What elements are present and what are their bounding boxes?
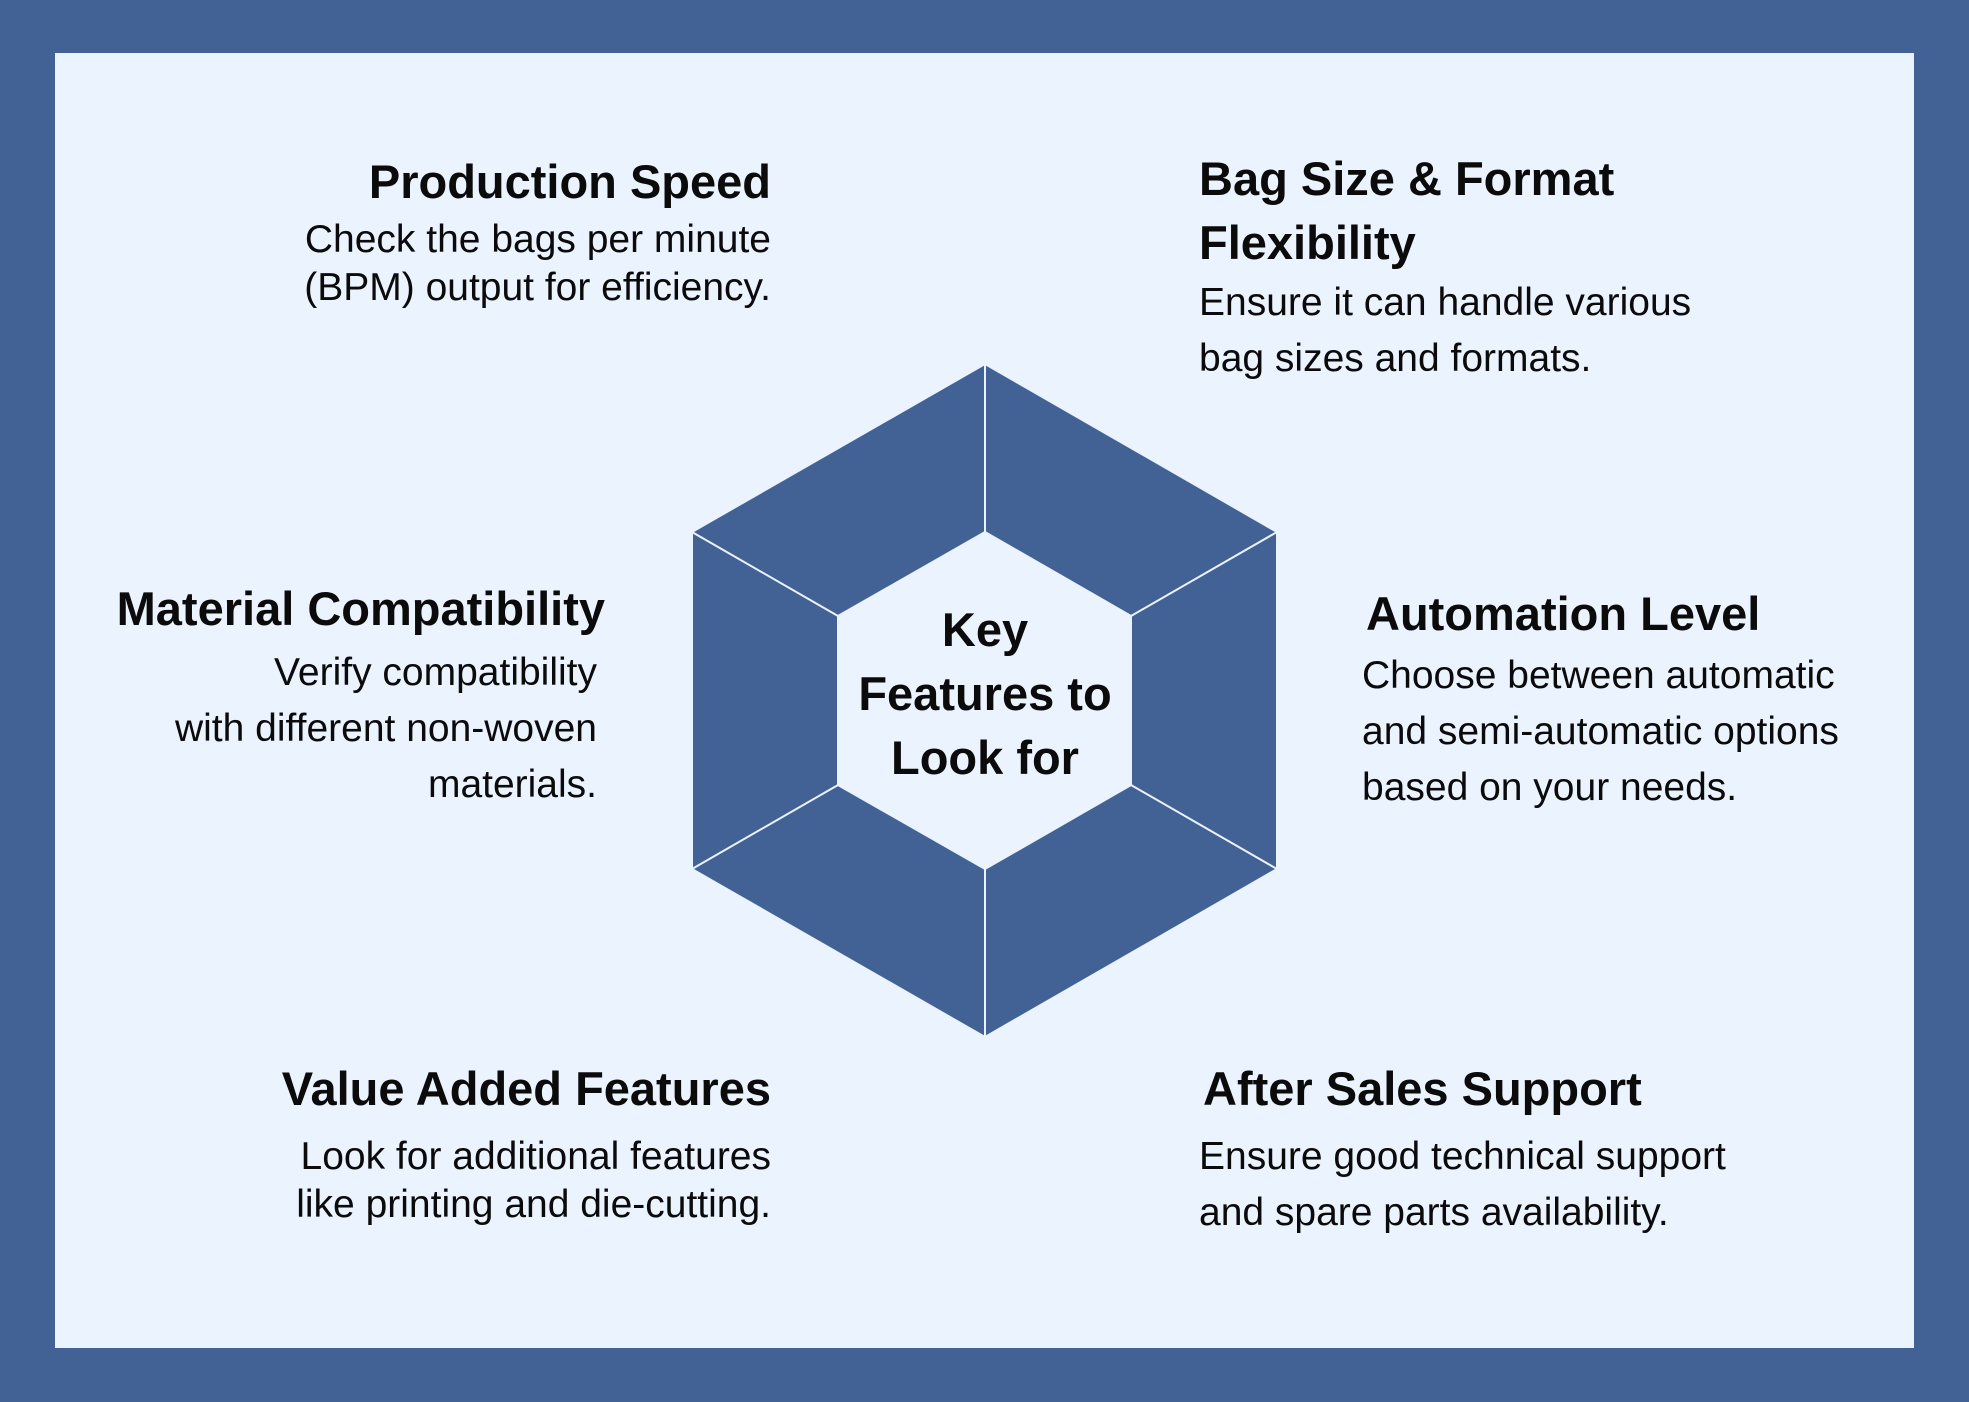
hexagon-spoke-bottom-left — [691, 784, 839, 870]
feature-bag-size-format: Bag Size & Format Flexibility Ensure it … — [1199, 147, 1819, 387]
feature-description: Look for additional features like printi… — [296, 1135, 771, 1226]
feature-title: Material Compatibility — [116, 582, 605, 635]
feature-description: Ensure it can handle various bag sizes a… — [1199, 281, 1692, 380]
feature-title: Value Added Features — [281, 1062, 771, 1115]
center-title: Key Features to Look for — [858, 603, 1112, 784]
feature-title: Bag Size & Format Flexibility — [1199, 152, 1615, 269]
feature-description: Ensure good technical support and spare … — [1199, 1135, 1726, 1234]
feature-description: Verify compatibility with different non-… — [174, 651, 597, 806]
feature-production-speed: Production Speed Check the bags per minu… — [171, 150, 771, 312]
feature-description: Check the bags per minute (BPM) output f… — [304, 218, 771, 309]
feature-title: Automation Level — [1366, 587, 1761, 640]
hexagon-spoke-bottom-right — [1130, 784, 1278, 870]
feature-title: Production Speed — [368, 155, 771, 208]
feature-title: After Sales Support — [1203, 1062, 1642, 1115]
hexagon-spoke-top-right — [1130, 531, 1278, 617]
hexagon-spoke-top-left — [691, 531, 839, 617]
feature-description: Choose between automatic and semi-automa… — [1362, 654, 1839, 809]
hexagon-inner-shape — [837, 530, 1132, 871]
feature-material-compatibility: Material Compatibility Verify compatibil… — [45, 577, 605, 813]
feature-after-sales-support: After Sales Support Ensure good technica… — [1199, 1057, 1819, 1241]
feature-value-added-features: Value Added Features Look for additional… — [151, 1057, 771, 1229]
feature-automation-level: Automation Level Choose between automati… — [1362, 582, 1922, 816]
